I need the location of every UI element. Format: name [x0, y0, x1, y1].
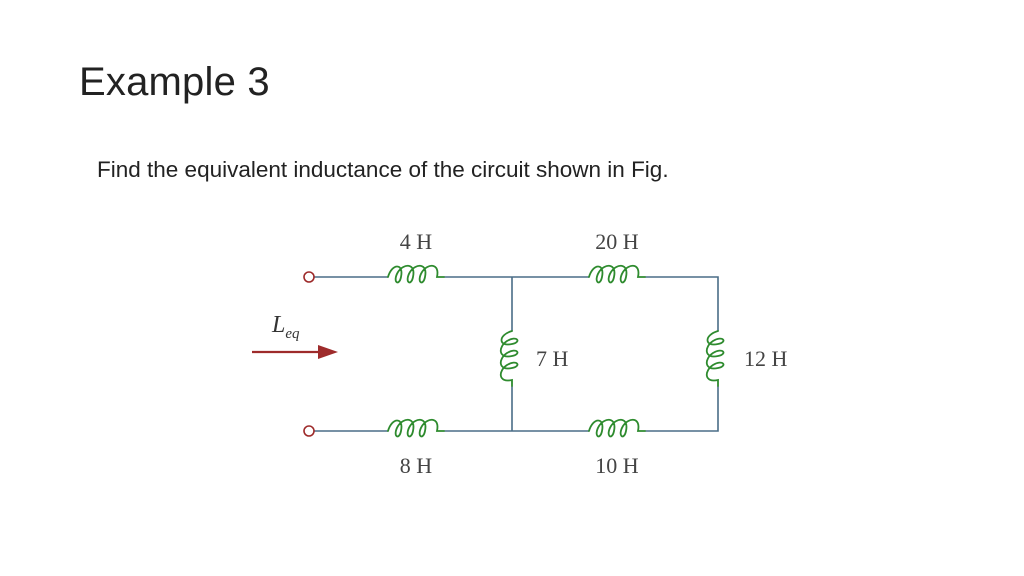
slide-title: Example 3 — [79, 60, 270, 104]
label-4h: 4 H — [400, 229, 433, 254]
terminal-bottom[interactable] — [303, 425, 315, 437]
bottom-wire-right — [645, 386, 719, 432]
label-12h: 12 H — [744, 346, 788, 371]
terminal-top[interactable] — [303, 271, 315, 283]
coils — [387, 264, 725, 438]
inductor-12h-coil — [705, 330, 725, 387]
top-wire-right — [645, 276, 719, 331]
terminals — [303, 271, 315, 437]
equivalent-arrow — [252, 345, 338, 359]
arrow-head — [318, 345, 338, 359]
wires — [314, 276, 719, 432]
leq-label: Leq — [271, 312, 300, 342]
inductor-7h-coil — [499, 330, 519, 387]
inductor-10h-coil — [588, 418, 646, 438]
label-7h: 7 H — [536, 346, 569, 371]
label-20h: 20 H — [595, 229, 639, 254]
inductor-8h-coil — [387, 418, 445, 438]
inductor-20h-coil — [588, 264, 646, 284]
inductor-4h-coil — [387, 264, 445, 284]
label-10h: 10 H — [595, 453, 639, 478]
label-8h: 8 H — [400, 453, 433, 478]
problem-statement: Find the equivalent inductance of the ci… — [97, 157, 669, 182]
